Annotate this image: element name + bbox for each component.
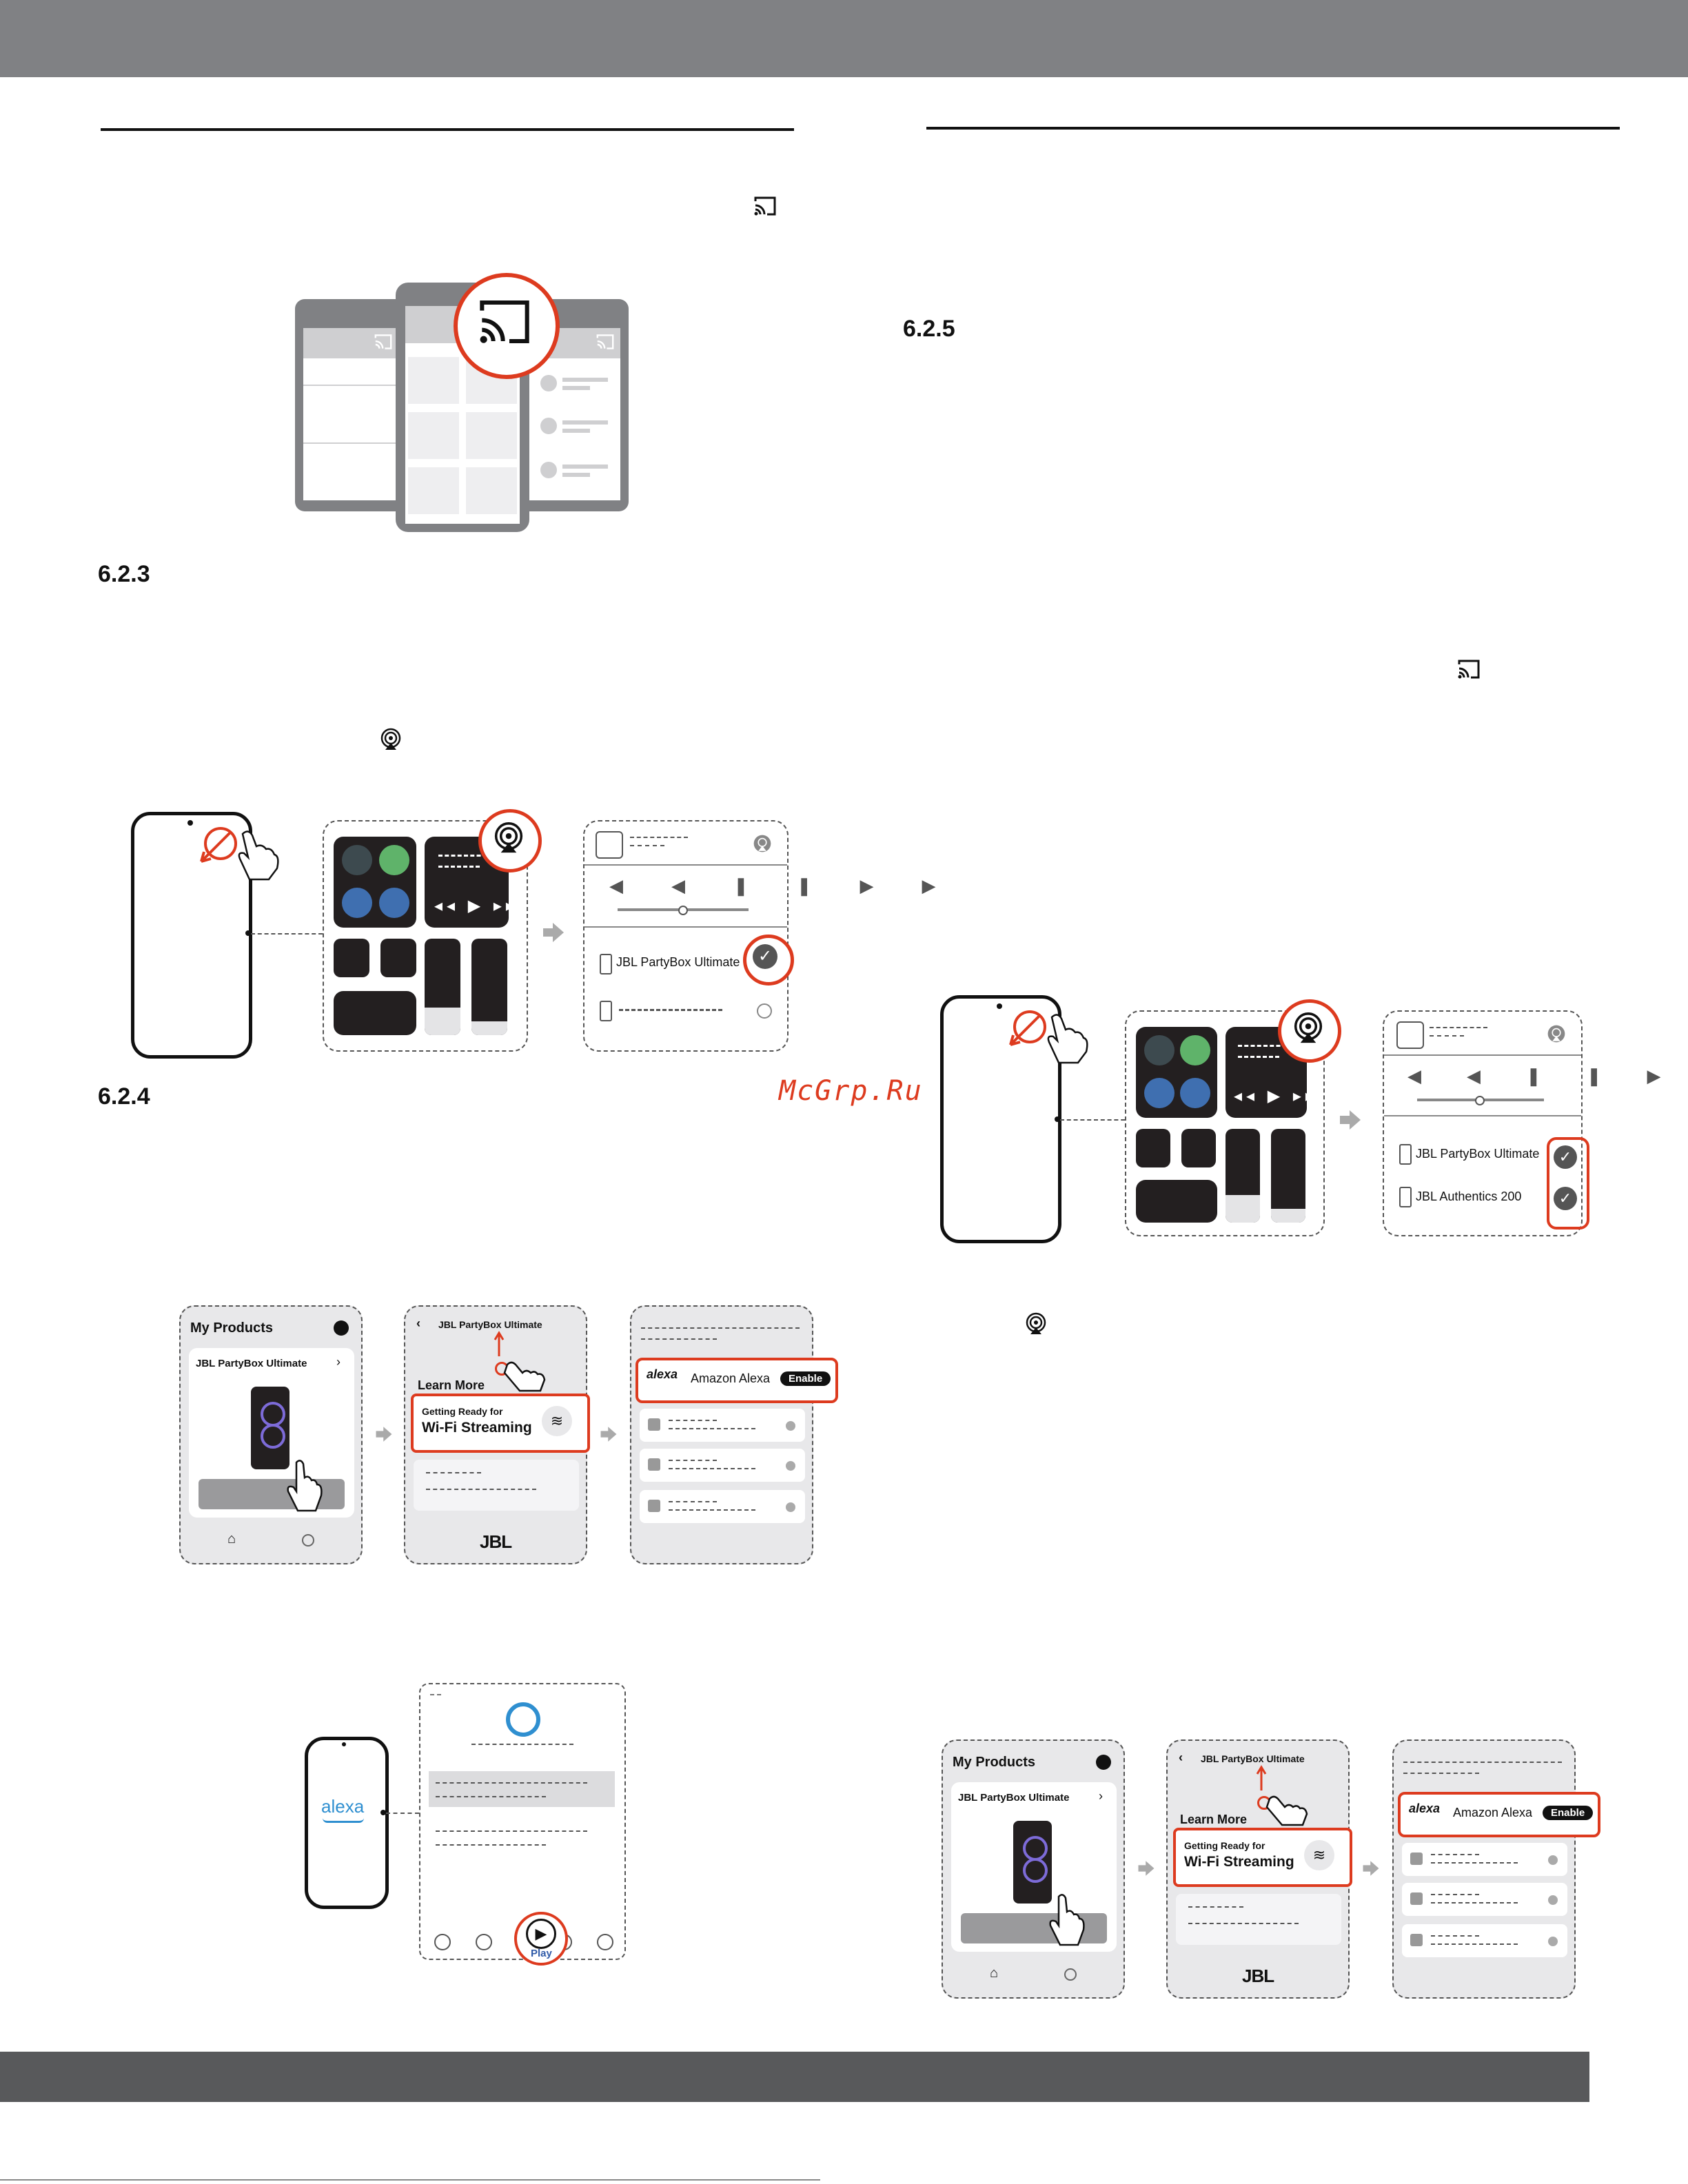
speaker-name-1: JBL PartyBox Ultimate [1416,1147,1540,1161]
section-heading-6-2-4: 6.2.4 [98,1083,150,1110]
app-figure-1: My Products JBL PartyBox Ultimate › ⌂ ‹ … [178,1304,840,1566]
my-products-title: My Products [190,1320,274,1336]
check-icon: ✓ [1554,1187,1577,1210]
audio-output-panel: ◀◀❚❚▶▶ JBL PartyBox Ultimate [583,820,936,1052]
amazon-alexa-label: Amazon Alexa [691,1371,771,1385]
device-screen: ‹ JBL PartyBox Ultimate Learn More Getti… [404,1305,590,1564]
airplay-figure-1: ◂◂ ▶ ▸▸ ◀◀❚❚▶▶ JBL PartyBox Ultimate ✓ [128,809,936,1060]
airplay-icon [380,728,401,750]
airplay-figure-2: ◂◂ ▶ ▸▸ ◀◀❚❚▶▶ JBL PartyBox Ultimate JBL… [937,992,1688,1250]
getting-ready: Getting Ready for [1184,1840,1265,1851]
jbl-logo: JBL [480,1531,512,1552]
alexa-logo: alexa [321,1796,365,1817]
getting-ready: Getting Ready for [422,1406,503,1417]
home-icon: ⌂ [990,1966,999,1981]
right-column-rule [926,127,1620,130]
cast-icon [754,196,776,216]
airplay-icon [1026,1312,1046,1334]
play-label: Play [531,1948,552,1959]
phone-outline [305,1737,389,1909]
product-name: JBL PartyBox Ultimate [958,1792,1070,1804]
my-products-title: My Products [953,1755,1036,1770]
left-column-rule [101,128,794,131]
voice-assistant-screen [630,1305,813,1564]
arrow-right-icon [376,1427,392,1442]
settings-icon [302,1534,314,1547]
hand-pointer-icon [1049,1894,1085,1946]
cast-icon [596,334,614,349]
bottom-bar [0,2052,1589,2102]
device-header: JBL PartyBox Ultimate [1201,1753,1305,1764]
arrow-right-icon [1340,1110,1361,1130]
watermark: McGrp.Ru [779,1075,923,1107]
device-screen: ‹ JBL PartyBox Ultimate Learn More Getti… [1166,1739,1352,1999]
cast-icon [1458,660,1480,679]
alexa-logo: alexa [647,1367,678,1381]
section-heading-6-2-5: 6.2.5 [903,316,955,342]
wifi-streaming: Wi-Fi Streaming [422,1420,532,1436]
speaker-name-2: JBL Authentics 200 [1416,1190,1522,1203]
wifi-icon: ≋ [542,1406,572,1436]
device-header: JBL PartyBox Ultimate [438,1319,542,1330]
my-products-screen: My Products JBL PartyBox Ultimate › ⌂ [179,1305,363,1564]
check-icon: ✓ [1554,1145,1577,1169]
phone-outline [131,812,252,1059]
jbl-logo: JBL [1242,1966,1274,1986]
hand-pointer-icon [200,827,279,881]
learn-more: Learn More [418,1378,485,1392]
hand-pointer-icon [1256,1765,1308,1826]
cast-phones-illustration [294,273,630,533]
settings-icon [1064,1968,1077,1981]
wifi-streaming: Wi-Fi Streaming [1184,1854,1294,1870]
enable-button[interactable]: Enable [1543,1806,1594,1820]
section-heading-6-2-3: 6.2.3 [98,561,150,587]
amazon-alexa-row[interactable]: alexa Amazon Alexa Enable [635,1358,838,1403]
check-icon: ✓ [753,944,777,969]
top-bar [0,0,1688,77]
home-icon: ⌂ [227,1531,236,1547]
arrow-right-icon [1363,1861,1379,1876]
voice-assistant-screen [1392,1739,1576,1999]
wifi-icon: ≋ [1304,1840,1334,1870]
cast-icon [374,334,392,349]
learn-more: Learn More [1180,1813,1248,1826]
alexa-logo: alexa [1409,1802,1441,1815]
amazon-alexa-label: Amazon Alexa [1453,1806,1533,1819]
page-edge-line [0,2179,820,2181]
enable-button[interactable]: Enable [780,1371,831,1386]
my-products-screen: My Products JBL PartyBox Ultimate › ⌂ [942,1739,1125,1999]
arrow-right-icon [1138,1861,1155,1876]
play-button[interactable]: ▶ Play [514,1912,568,1966]
arrow-right-icon [600,1427,617,1442]
hand-pointer-icon [287,1460,323,1512]
airplay-icon [494,822,523,853]
alexa-app-screen [419,1683,626,1960]
alexa-app-figure: alexa ▶ Play [303,1682,627,1966]
product-name: JBL PartyBox Ultimate [196,1358,307,1369]
arrow-right-icon [543,923,564,942]
amazon-alexa-row[interactable]: alexa Amazon Alexa Enable [1398,1792,1600,1837]
airplay-icon [1294,1012,1323,1043]
play-icon: ▶ [526,1919,556,1949]
app-figure-2: My Products JBL PartyBox Ultimate › ⌂ ‹ … [940,1738,1602,2000]
hand-pointer-icon [494,1331,546,1392]
speaker-name: JBL PartyBox Ultimate [616,955,740,969]
cast-icon [480,300,529,344]
hand-pointer-icon [1009,1010,1088,1064]
